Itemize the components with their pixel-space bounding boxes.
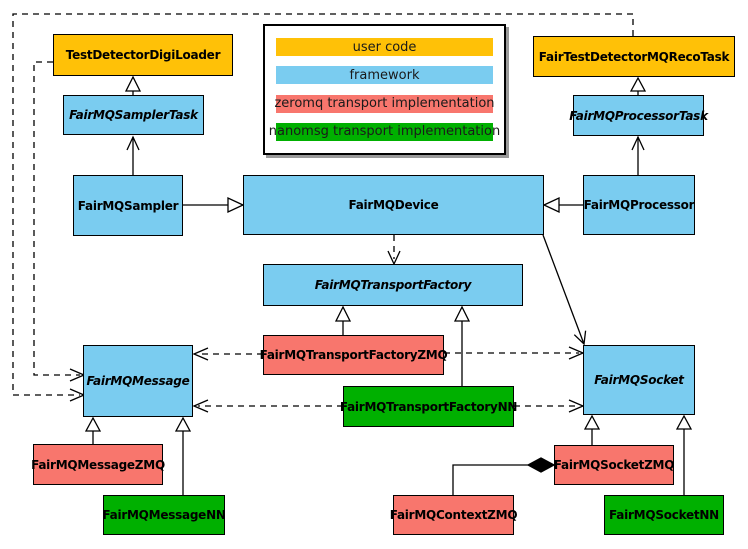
edge-sampler-uses-samplertask — [126, 135, 140, 175]
node-fairmqmessage: FairMQMessage — [83, 345, 193, 417]
edge-sampler-inherits-device — [183, 196, 245, 214]
node-label: FairMQContextZMQ — [389, 508, 518, 522]
node-fairmqcontextzmq: FairMQContextZMQ — [390, 495, 518, 535]
edge-transportfactorynn-creates-socket — [514, 399, 585, 413]
edge-processortask-inherits-recotask — [629, 76, 647, 95]
legend-item-framework: framework — [276, 66, 493, 85]
node-label: FairMQTransportFactoryZMQ — [259, 348, 448, 362]
edge-socketzmq-composes-contextzmq — [452, 457, 556, 495]
edge-device-uses-socket — [542, 234, 587, 346]
node-fairmqsamplertask: FairMQSamplerTask — [63, 95, 204, 135]
edge-transportfactorynn-inherits-transportfactory — [453, 305, 471, 386]
legend-item-user-code: user code — [276, 38, 493, 57]
node-fairmqdevice: FairMQDevice — [243, 175, 544, 235]
node-fairmqsocketzmq: FairMQSocketZMQ — [554, 445, 674, 485]
node-fairmqmessagezmq: FairMQMessageZMQ — [31, 444, 165, 485]
edge-socketnn-inherits-socket — [675, 414, 693, 495]
edge-processor-inherits-device — [542, 196, 583, 214]
edge-transportfactorynn-creates-message — [192, 399, 343, 413]
legend-label: nanomsg transport implementation — [268, 124, 501, 140]
node-label: FairMQTransportFactoryNN — [339, 399, 518, 414]
node-label: FairMQMessage — [86, 374, 190, 388]
legend-label: framework — [349, 67, 420, 83]
edge-transportfactoryzmq-creates-socket — [444, 346, 585, 360]
node-testdetectordigiloader: TestDetectorDigiLoader — [53, 34, 233, 76]
node-label: FairMQSocketNN — [609, 508, 719, 522]
node-label: FairMQProcessorTask — [569, 108, 708, 123]
edge-transportfactoryzmq-creates-message — [192, 347, 263, 361]
node-label: FairMQDevice — [348, 198, 439, 212]
edge-samplertask-inherits-digiloader — [124, 75, 142, 95]
edge-messagezmq-inherits-message — [84, 416, 102, 444]
legend: user code framework zeromq transport imp… — [263, 24, 506, 155]
edge-processor-uses-processortask — [631, 135, 645, 175]
node-label: FairTestDetectorMQRecoTask — [538, 49, 730, 64]
node-fairmqmessagenn: FairMQMessageNN — [102, 495, 226, 535]
legend-label: zeromq transport implementation — [274, 96, 495, 112]
node-label: FairMQProcessor — [583, 198, 695, 212]
node-fairmqtransportfactory: FairMQTransportFactory — [263, 264, 523, 306]
node-label: FairMQTransportFactory — [314, 278, 472, 292]
node-fairmqprocessor: FairMQProcessor — [583, 175, 695, 235]
legend-label: user code — [352, 39, 417, 55]
node-label: FairMQSampler — [77, 198, 179, 213]
edge-device-depends-transportfactory — [387, 235, 401, 266]
node-fairmqprocessortask: FairMQProcessorTask — [569, 95, 708, 136]
node-fairmqtransportfactoryzmq: FairMQTransportFactoryZMQ — [260, 335, 448, 375]
node-label: TestDetectorDigiLoader — [65, 48, 221, 62]
node-fairmqsocket: FairMQSocket — [583, 345, 695, 415]
edge-socketzmq-inherits-socket — [583, 414, 601, 445]
node-fairtestdetectormqrecotask: FairTestDetectorMQRecoTask — [533, 36, 735, 77]
legend-item-nanomsg: nanomsg transport implementation — [269, 122, 500, 141]
node-fairmqsocketnn: FairMQSocketNN — [604, 495, 724, 535]
node-label: FairMQSamplerTask — [69, 108, 198, 122]
edge-transportfactoryzmq-inherits-transportfactory — [334, 305, 352, 335]
node-fairmqtransportfactorynn: FairMQTransportFactoryNN — [339, 386, 518, 427]
edge-messagenn-inherits-message — [174, 416, 192, 495]
node-label: FairMQSocket — [594, 373, 684, 387]
node-label: FairMQMessageZMQ — [31, 457, 165, 472]
node-label: FairMQSocketZMQ — [553, 458, 675, 472]
legend-item-zeromq: zeromq transport implementation — [274, 94, 495, 113]
node-label: FairMQMessageNN — [102, 508, 226, 522]
node-fairmqsampler: FairMQSampler — [73, 175, 183, 236]
